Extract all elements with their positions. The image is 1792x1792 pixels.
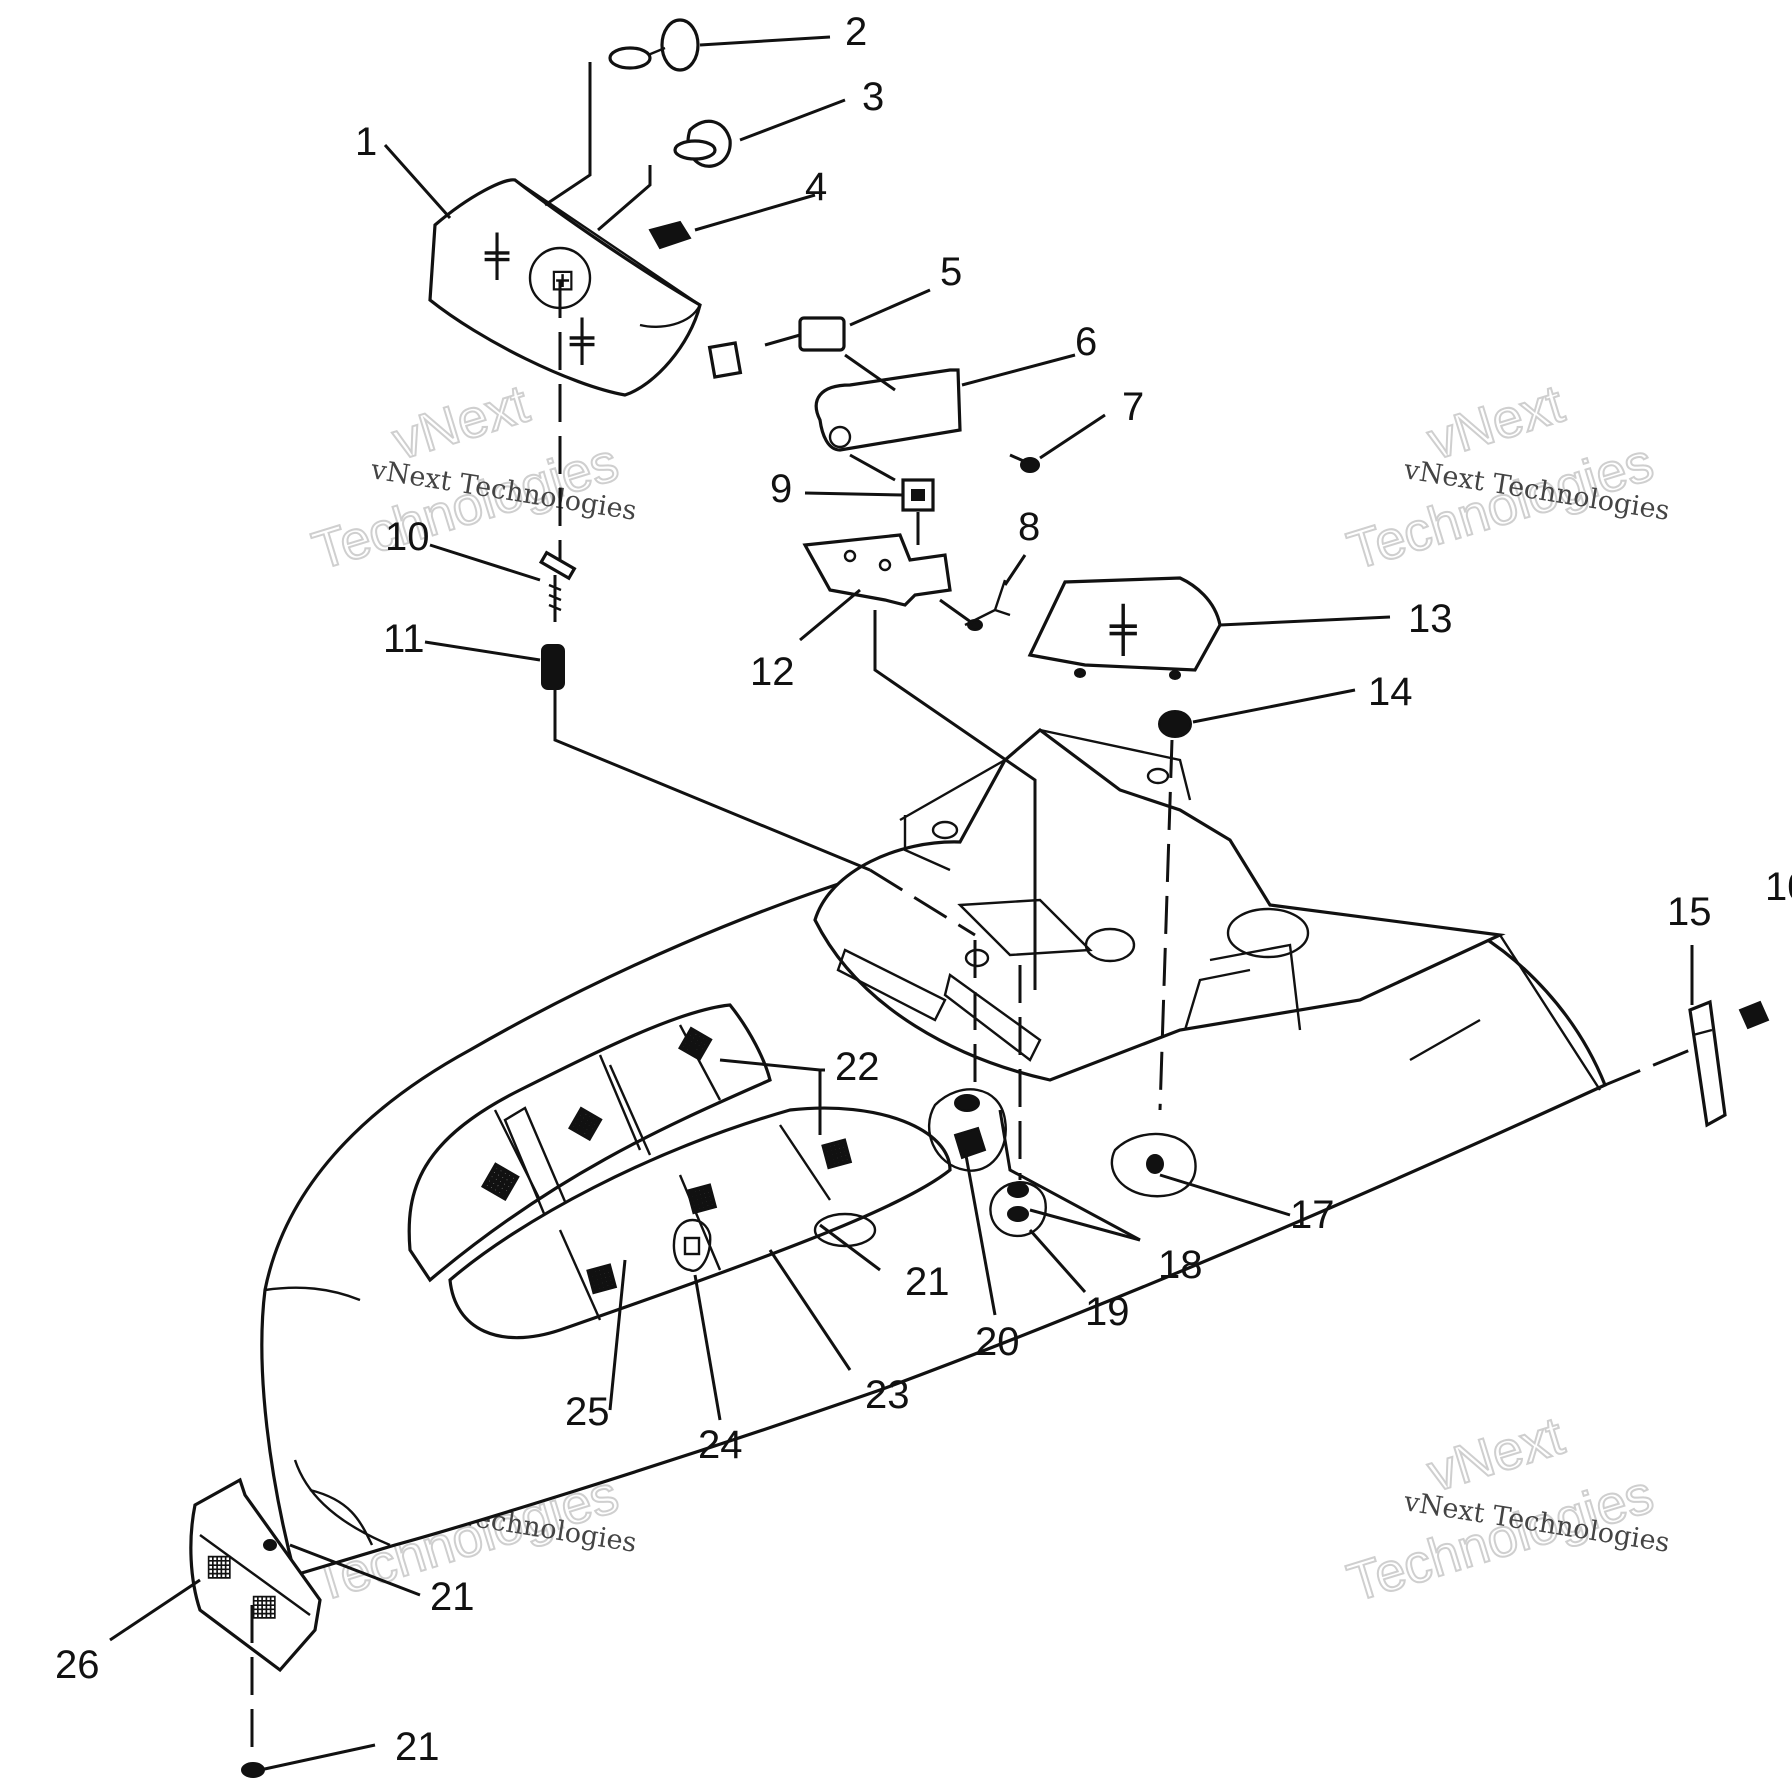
callout-2: 2	[845, 10, 867, 54]
part-15-latch	[1688, 999, 1727, 1128]
callout-21-upper: 21	[905, 1260, 950, 1304]
callout-7: 7	[1122, 385, 1144, 429]
watermark-top-right: vNext Technologies vNext Technologies	[1340, 373, 1672, 583]
callout-24: 24	[698, 1423, 743, 1467]
svg-text:▦: ▦	[250, 1588, 278, 1623]
assembly-lines	[250, 62, 1691, 1760]
hood-body: ▦ ▦ ▦ ▦ ▦ ▦	[260, 727, 1608, 1578]
part-12-mount-bracket	[802, 533, 952, 607]
callout-5: 5	[940, 250, 962, 294]
svg-text:╪: ╪	[484, 232, 510, 280]
part-3-socket	[673, 119, 732, 168]
callout-21-lower: 21	[395, 1725, 440, 1769]
part-4-clip	[648, 220, 692, 250]
callout-14: 14	[1368, 670, 1413, 714]
callout-25: 25	[565, 1390, 610, 1434]
callout-20: 20	[975, 1320, 1020, 1364]
part-26-badge: ▦ ▦	[189, 1477, 322, 1778]
callout-labels: 1 2 3 4 5 6 7 8 9 10 11 12 13 14 15 10 1…	[55, 10, 1792, 1769]
part-13-lens	[1027, 576, 1222, 672]
svg-text:⊞: ⊞	[550, 263, 575, 298]
callout-4: 4	[805, 165, 827, 209]
part-8-wire-clip	[964, 579, 1011, 627]
part-10-pin	[538, 550, 577, 622]
callout-17: 17	[1290, 1193, 1335, 1237]
callout-16: 10	[1765, 865, 1792, 909]
part-14-grommet	[1158, 710, 1192, 738]
watermark-top-left: vNext Technologies vNext Technologies	[305, 373, 639, 583]
part-5-pad	[798, 316, 846, 352]
callout-leaders	[109, 35, 1694, 1772]
callout-23: 23	[865, 1373, 910, 1417]
callout-1: 1	[355, 120, 377, 164]
callout-6: 6	[1075, 320, 1097, 364]
callout-19: 19	[1085, 1290, 1130, 1334]
watermark-outline-top: vNext	[1421, 1406, 1571, 1504]
callout-15: 15	[1667, 890, 1712, 934]
part-1-headlight-housing: ⊞ ╪ ╪	[428, 178, 743, 397]
callout-8: 8	[1018, 505, 1040, 549]
svg-text:╪: ╪	[1109, 603, 1137, 656]
part-2-bulb	[608, 18, 700, 72]
callout-22: 22	[835, 1045, 880, 1089]
watermark-outline-top: vNext	[386, 374, 536, 472]
part-6-bracket	[814, 368, 962, 452]
callout-10: 10	[385, 515, 430, 559]
callout-13: 13	[1408, 597, 1453, 641]
watermark-outline-top: vNext	[1421, 374, 1571, 472]
part-11-spring	[541, 644, 565, 690]
callout-18: 18	[1158, 1243, 1203, 1287]
callout-21-badge: 21	[430, 1575, 475, 1619]
callout-26: 26	[55, 1643, 100, 1687]
callout-3: 3	[862, 75, 884, 119]
watermark-bottom-right: vNext Technologies vNext Technologies	[1340, 1405, 1672, 1615]
callout-9: 9	[770, 467, 792, 511]
callout-11: 11	[383, 617, 425, 661]
callout-12: 12	[750, 650, 795, 694]
svg-text:▦: ▦	[205, 1548, 233, 1583]
part-16-clip	[1738, 1000, 1770, 1030]
part-7-screw	[1009, 453, 1040, 473]
svg-text:╪: ╪	[569, 317, 595, 365]
